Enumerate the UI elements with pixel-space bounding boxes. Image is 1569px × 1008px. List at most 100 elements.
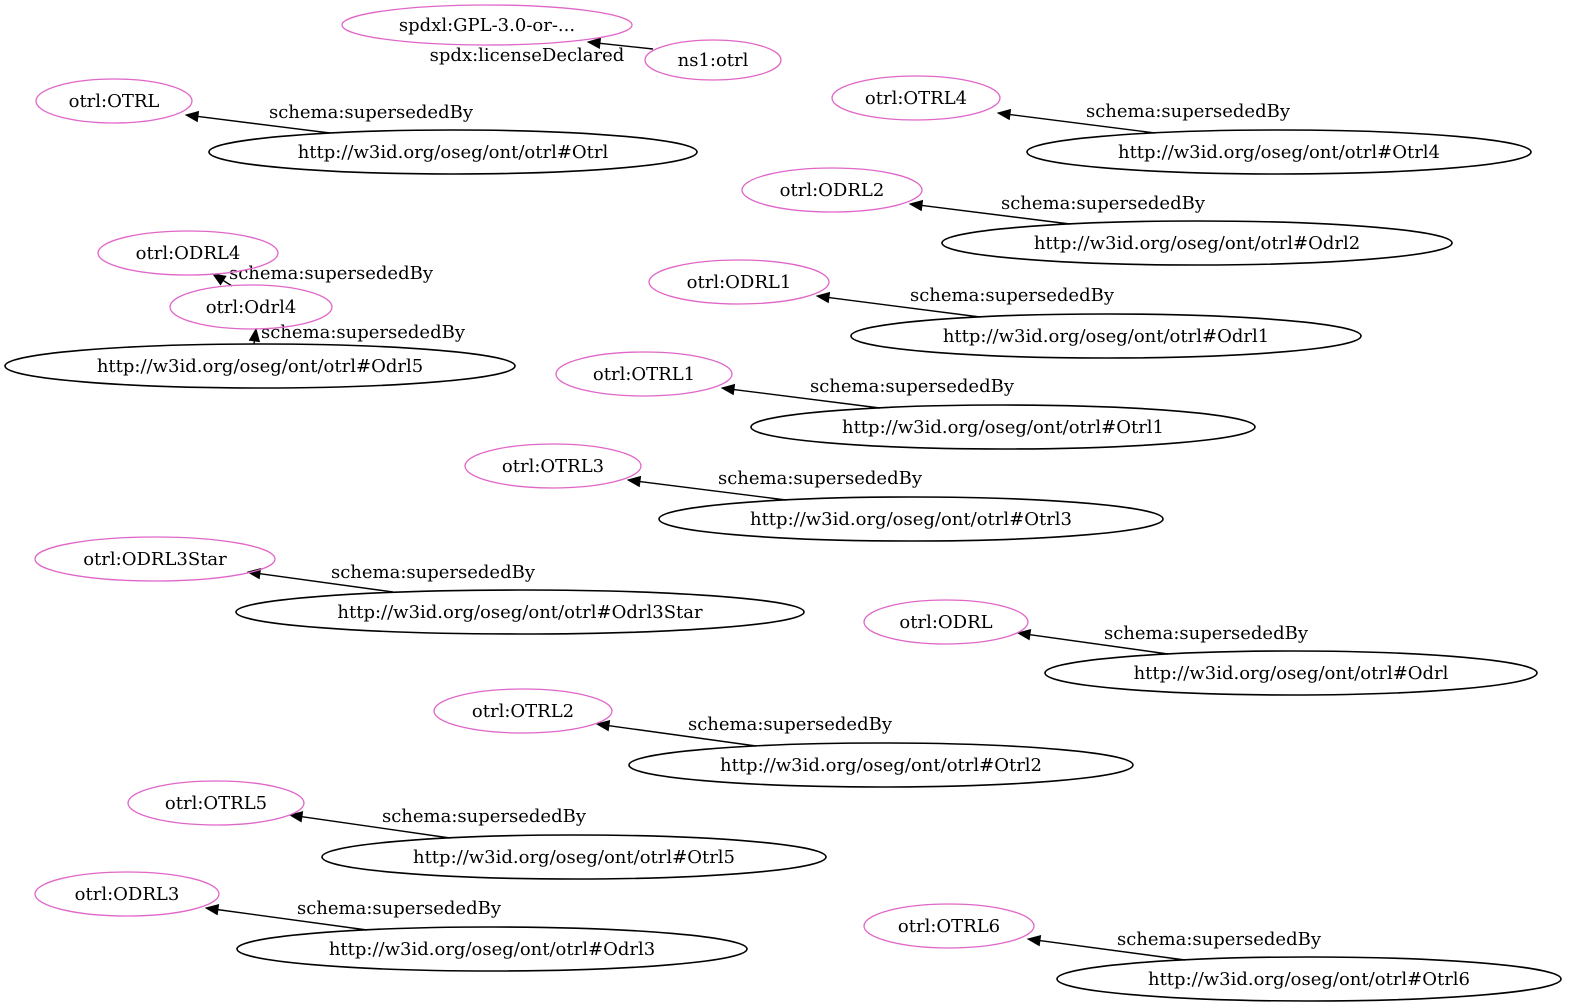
node-http-w3id-org-oseg-ont-otrl-otrl1: http://w3id.org/oseg/ont/otrl#Otrl1	[750, 404, 1256, 450]
node-label: http://w3id.org/oseg/ont/otrl#Otrl	[298, 142, 609, 163]
arrowhead-icon	[211, 273, 227, 286]
edge-label: schema:supersededBy	[331, 562, 536, 583]
node-label: http://w3id.org/oseg/ont/otrl#Otrl2	[720, 755, 1042, 776]
node-ellipse	[644, 39, 782, 81]
node-ns1-otrl: ns1:otrl	[644, 39, 782, 81]
node-http-w3id-org-oseg-ont-otrl-otrl: http://w3id.org/oseg/ont/otrl#Otrl	[208, 129, 698, 175]
edge-label: schema:supersededBy	[810, 376, 1015, 397]
node-http-w3id-org-oseg-ont-otrl-otrl3: http://w3id.org/oseg/ont/otrl#Otrl3	[658, 496, 1164, 542]
node-ellipse	[464, 443, 642, 489]
node-http-w3id-org-oseg-ont-otrl-odrl5: http://w3id.org/oseg/ont/otrl#Odrl5	[4, 343, 516, 389]
node-otrl-otrl5: otrl:OTRL5	[127, 780, 305, 826]
edge-n21-to-n20: schema:supersededBy	[1016, 623, 1309, 655]
node-ellipse	[741, 167, 923, 213]
arrowhead-icon	[204, 903, 220, 916]
node-label: otrl:OTRL6	[898, 916, 1000, 937]
edge-n29-to-n28: schema:supersededBy	[1026, 929, 1322, 961]
node-ellipse	[341, 4, 633, 46]
edge-line	[197, 115, 331, 134]
node-http-w3id-org-oseg-ont-otrl-otrl5: http://w3id.org/oseg/ont/otrl#Otrl5	[321, 834, 827, 880]
node-label: otrl:ODRL3Star	[83, 549, 227, 570]
edge-label: spdx:licenseDeclared	[430, 45, 625, 66]
edge-n8-to-n7: schema:supersededBy	[908, 193, 1206, 225]
node-otrl-otrl4: otrl:OTRL4	[831, 75, 1001, 121]
node-label: otrl:ODRL4	[136, 243, 241, 264]
edge-line	[259, 572, 394, 593]
node-otrl-otrl1: otrl:OTRL1	[555, 351, 733, 397]
arrowhead-icon	[184, 110, 200, 123]
edge-n15-to-n14: schema:supersededBy	[720, 376, 1015, 409]
node-http-w3id-org-oseg-ont-otrl-otrl4: http://w3id.org/oseg/ont/otrl#Otrl4	[1026, 129, 1532, 175]
node-http-w3id-org-oseg-ont-otrl-odrl3star: http://w3id.org/oseg/ont/otrl#Odrl3Star	[235, 589, 805, 635]
edge-label: schema:supersededBy	[910, 285, 1115, 306]
node-label: otrl:OTRL4	[865, 88, 967, 109]
edge-label: schema:supersededBy	[382, 806, 587, 827]
node-otrl-otrl3: otrl:OTRL3	[464, 443, 642, 489]
node-label: http://w3id.org/oseg/ont/otrl#Odrl3	[329, 939, 655, 960]
node-label: http://w3id.org/oseg/ont/otrl#Otrl6	[1148, 969, 1470, 990]
node-ellipse	[1044, 650, 1538, 696]
node-otrl-odrl3: otrl:ODRL3	[34, 871, 220, 917]
arrowhead-icon	[288, 811, 304, 823]
edge-label: schema:supersededBy	[297, 898, 502, 919]
arrowhead-icon	[595, 720, 611, 732]
node-ellipse	[208, 129, 698, 175]
node-label: ns1:otrl	[678, 50, 749, 71]
node-otrl-odrl4: otrl:Odrl4	[169, 284, 333, 330]
edge-n10-to-n9: schema:supersededBy	[211, 263, 434, 287]
edge-n4-to-n3: schema:supersededBy	[184, 102, 474, 134]
edge-line	[1039, 939, 1186, 961]
node-ellipse	[321, 834, 827, 880]
node-ellipse	[97, 230, 279, 276]
node-label: http://w3id.org/oseg/ont/otrl#Odrl3Star	[337, 602, 703, 623]
node-label: otrl:ODRL3	[75, 884, 180, 905]
edge-n17-to-n16: schema:supersededBy	[626, 468, 923, 501]
edge-line	[921, 204, 1071, 225]
node-http-w3id-org-oseg-ont-otrl-odrl: http://w3id.org/oseg/ont/otrl#Odrl	[1044, 650, 1538, 696]
node-label: http://w3id.org/oseg/ont/otrl#Otrl4	[1118, 142, 1440, 163]
node-ellipse	[658, 496, 1164, 542]
node-otrl-odrl: otrl:ODRL	[863, 599, 1029, 645]
edge-n11-to-n10: schema:supersededBy	[248, 322, 466, 345]
node-otrl-otrl: otrl:OTRL	[35, 78, 193, 124]
node-ellipse	[236, 926, 748, 972]
edge-line	[301, 816, 451, 839]
node-ellipse	[169, 284, 333, 330]
edge-label: schema:supersededBy	[1104, 623, 1309, 644]
edges-layer: spdx:licenseDeclared schema:supersededBy s…	[184, 37, 1322, 961]
edge-label: schema:supersededBy	[1086, 101, 1291, 122]
arrowhead-icon	[586, 37, 602, 50]
node-label: otrl:ODRL2	[780, 180, 885, 201]
node-label: otrl:OTRL3	[502, 456, 604, 477]
node-ellipse	[941, 220, 1453, 266]
arrowhead-icon	[908, 199, 924, 212]
edge-n25-to-n24: schema:supersededBy	[288, 806, 587, 839]
node-ellipse	[555, 351, 733, 397]
node-http-w3id-org-oseg-ont-otrl-otrl2: http://w3id.org/oseg/ont/otrl#Otrl2	[628, 742, 1134, 788]
node-ellipse	[433, 688, 613, 734]
edge-label: schema:supersededBy	[718, 468, 923, 489]
node-label: otrl:OTRL2	[472, 701, 574, 722]
arrowhead-icon	[1016, 629, 1032, 641]
edge-label: schema:supersededBy	[229, 263, 434, 284]
node-label: otrl:Odrl4	[206, 297, 297, 318]
edge-n6-to-n5: schema:supersededBy	[996, 101, 1291, 134]
node-ellipse	[1056, 956, 1562, 1002]
node-label: http://w3id.org/oseg/ont/otrl#Odrl5	[97, 356, 423, 377]
node-ellipse	[4, 343, 516, 389]
node-ellipse	[127, 780, 305, 826]
arrowhead-icon	[1026, 934, 1042, 947]
edge-label: schema:supersededBy	[1117, 929, 1322, 950]
node-otrl-odrl4: otrl:ODRL4	[97, 230, 279, 276]
node-label: otrl:OTRL1	[593, 364, 695, 385]
node-http-w3id-org-oseg-ont-otrl-otrl6: http://w3id.org/oseg/ont/otrl#Otrl6	[1056, 956, 1562, 1002]
node-http-w3id-org-oseg-ont-otrl-odrl2: http://w3id.org/oseg/ont/otrl#Odrl2	[941, 220, 1453, 266]
node-ellipse	[34, 871, 220, 917]
edge-label: schema:supersededBy	[1001, 193, 1206, 214]
node-otrl-otrl2: otrl:OTRL2	[433, 688, 613, 734]
edge-line	[733, 388, 881, 409]
edge-line	[1029, 633, 1169, 655]
node-otrl-otrl6: otrl:OTRL6	[863, 903, 1035, 949]
node-label: http://w3id.org/oseg/ont/otrl#Otrl5	[413, 847, 735, 868]
